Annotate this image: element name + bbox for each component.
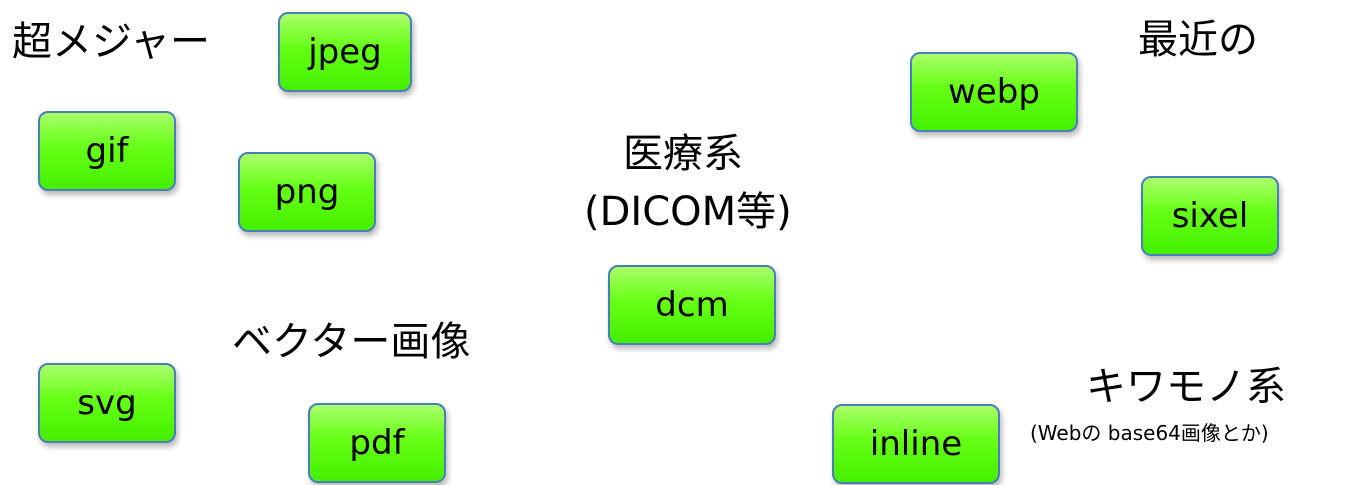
format-box-sixel: sixel <box>1141 176 1279 256</box>
format-box-jpeg: jpeg <box>278 12 412 92</box>
group-label-major: 超メジャー <box>12 19 210 65</box>
format-box-pdf: pdf <box>308 403 446 483</box>
format-box-dcm: dcm <box>608 265 776 345</box>
group-label-medical-subtitle: (DICOM等) <box>584 189 792 235</box>
group-label-vector: ベクター画像 <box>232 319 471 365</box>
group-label-recent: 最近の <box>1138 17 1258 63</box>
format-box-png: png <box>238 152 376 232</box>
format-box-gif: gif <box>38 111 176 191</box>
format-box-svg: svg <box>38 363 176 443</box>
group-label-quirky: キワモノ系 <box>1086 364 1286 410</box>
group-label-medical: 医療系 <box>623 131 743 177</box>
group-label-quirky-subtitle: (Webの base64画像とか) <box>1030 421 1269 445</box>
format-box-inline: inline <box>832 404 1000 484</box>
format-box-webp: webp <box>910 52 1078 132</box>
